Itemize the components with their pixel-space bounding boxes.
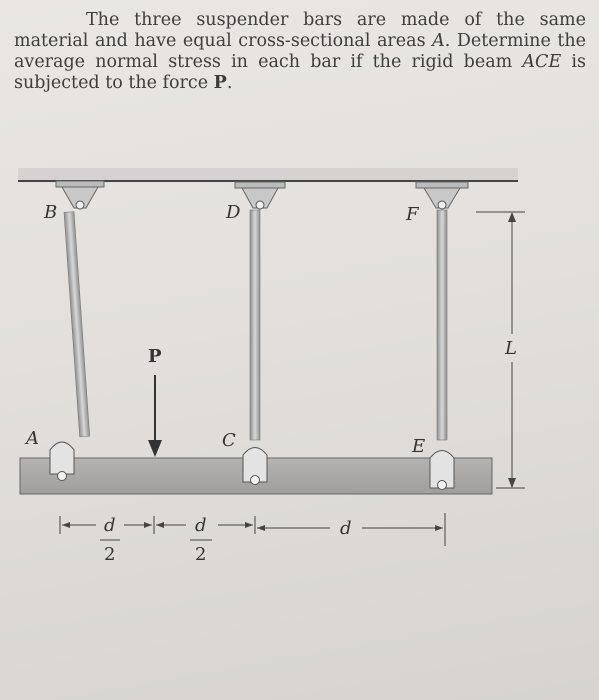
- force-p-arrow: [148, 375, 162, 457]
- problem-text-3: is subjected to the force: [14, 52, 586, 93]
- bar-ef: [436, 209, 448, 441]
- bracket-b: [55, 180, 105, 210]
- bar-ab: [63, 211, 91, 438]
- label-a: A: [24, 428, 39, 449]
- area-symbol: A: [432, 31, 445, 51]
- label-f: F: [405, 204, 420, 225]
- ceiling-hatch: [18, 168, 518, 180]
- force-symbol: P: [213, 73, 227, 93]
- bar-cd: [249, 209, 261, 441]
- dim-d-1: d: [104, 515, 116, 536]
- dim-d-2: d: [195, 515, 207, 536]
- bracket-d: [234, 181, 286, 210]
- bracket-f: [415, 181, 469, 210]
- dim-2-2: 2: [195, 544, 206, 565]
- dimension-l: [476, 211, 525, 489]
- dim-d-3: d: [340, 518, 352, 539]
- dim-2-1: 2: [104, 544, 115, 565]
- beam-name: ACE: [522, 52, 562, 72]
- label-d: D: [225, 202, 241, 223]
- label-p: P: [148, 346, 162, 367]
- dimension-spacing: [59, 513, 446, 546]
- clevis-e: [429, 450, 455, 490]
- problem-statement: The three suspender bars are made of the…: [14, 10, 586, 94]
- label-l: L: [504, 338, 517, 359]
- clevis-a: [49, 441, 75, 481]
- label-c: C: [222, 430, 236, 451]
- problem-text-4: .: [226, 73, 233, 93]
- clevis-c: [242, 447, 268, 485]
- label-b: B: [43, 202, 57, 223]
- problem-text-2: . Determine the average normal stress in…: [14, 31, 587, 72]
- problem-text-1: The three suspender bars are made of the…: [14, 10, 586, 51]
- label-e: E: [411, 436, 425, 457]
